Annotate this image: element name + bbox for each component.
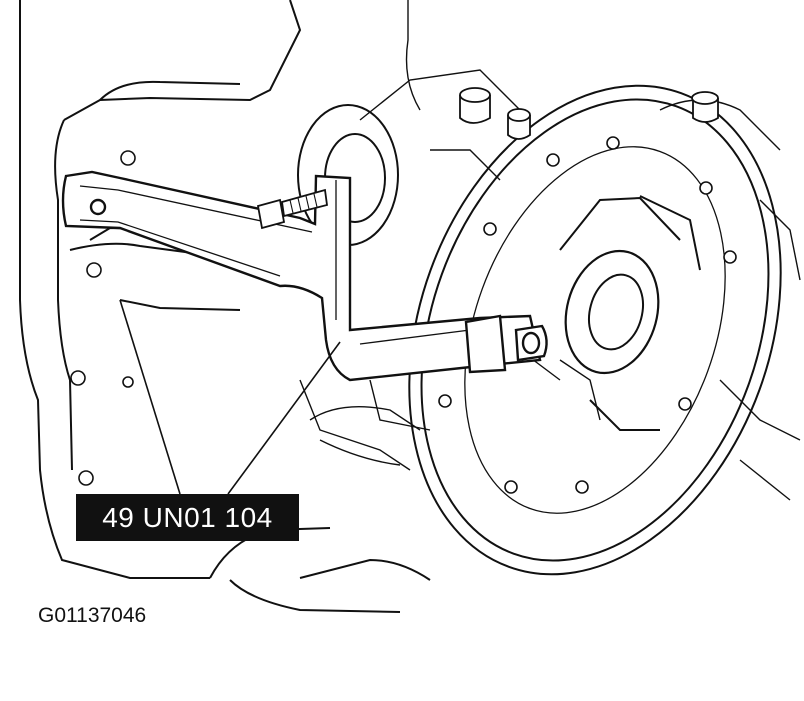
bolt: [256, 188, 328, 230]
leader-lines: [119, 299, 341, 495]
tool-number-callout: 49 UN01 104: [76, 494, 299, 541]
engine-detail-lines: [299, 0, 801, 501]
drive-plate-bolts: [438, 136, 737, 494]
top-bosses: [459, 87, 719, 140]
drive-plate: [408, 84, 782, 576]
figure-code: G01137046: [38, 604, 147, 627]
special-tool-bracket: [61, 170, 548, 382]
